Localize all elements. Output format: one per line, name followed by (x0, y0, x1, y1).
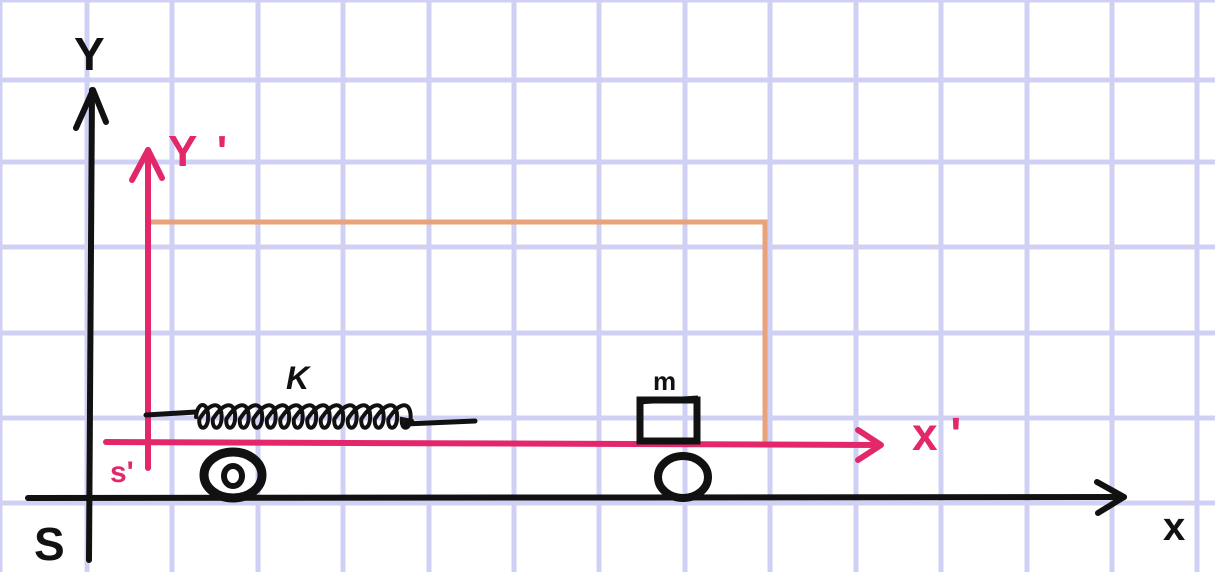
frame-s-x-axis (25, 479, 1127, 516)
spring-constant-label: K (286, 360, 312, 396)
mass-block (636, 395, 701, 445)
frame-s-prime-origin-label: s' (110, 456, 134, 489)
mass-label: m (653, 366, 676, 396)
cart-wheel-left (199, 447, 267, 503)
frame-s-y-axis-label: Y (74, 28, 105, 80)
frame-s-y-axis (73, 87, 109, 563)
frame-s-origin-label: S (34, 518, 65, 570)
frame-s-prime-x-axis (103, 427, 884, 463)
frame-s-prime-y-axis-label: Y ' (168, 127, 231, 176)
frame-s-x-axis-label: x (1163, 505, 1185, 549)
spring (143, 403, 478, 430)
frame-s-prime-x-axis-label: x ' (912, 408, 961, 460)
